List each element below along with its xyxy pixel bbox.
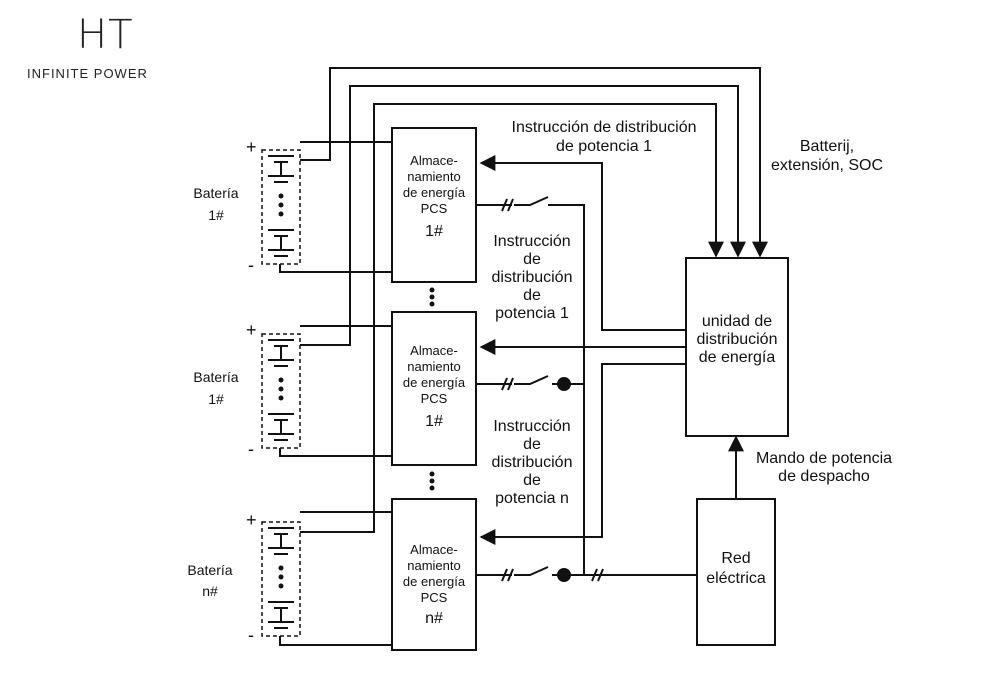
instruction-label-bottom: Instrucción de distribución de potencia … [492, 418, 573, 507]
svg-text:extensión, SOC: extensión, SOC [771, 157, 883, 174]
svg-text:eléctrica: eléctrica [706, 570, 766, 587]
power-grid: Red eléctrica [696, 498, 776, 646]
svg-text:de potencia 1: de potencia 1 [556, 138, 652, 155]
instruction-label-middle: Instrucción de distribución de potencia … [492, 233, 573, 322]
svg-text:de: de [523, 436, 541, 453]
svg-text:de: de [523, 472, 541, 489]
plus-sign: + [246, 320, 257, 340]
battery-pack-1 [261, 149, 301, 265]
svg-text:namiento: namiento [407, 558, 460, 573]
battery-label: Batería [187, 562, 232, 578]
svg-text:n#: n# [425, 610, 443, 627]
battery-label: Batería [193, 369, 238, 385]
minus-sign: - [248, 625, 254, 645]
battery-id: 1# [208, 391, 224, 407]
svg-text:Batterij,: Batterij, [800, 138, 854, 155]
pcs-unit-1: Almace- namiento de energía PCS 1# [391, 127, 477, 283]
svg-text:Instrucción de distribución: Instrucción de distribución [512, 119, 697, 136]
logo-mark: HT [77, 12, 134, 58]
svg-text:PCS: PCS [421, 201, 448, 216]
svg-text:de: de [523, 287, 541, 304]
svg-text:distribución: distribución [492, 454, 573, 471]
svg-text:potencia n: potencia n [495, 490, 569, 507]
svg-text:de energía: de energía [403, 574, 466, 589]
svg-text:de despacho: de despacho [778, 468, 870, 485]
battery-id: 1# [208, 207, 224, 223]
minus-sign: - [248, 439, 254, 459]
svg-text:potencia 1: potencia 1 [495, 305, 569, 322]
pcs-unit-n: Almace- namiento de energía PCS n# [391, 498, 477, 651]
svg-text:Almace-: Almace- [410, 542, 458, 557]
svg-text:distribución: distribución [492, 269, 573, 286]
instruction-label-top: Instrucción de distribución de potencia … [512, 119, 697, 155]
battery-pcs-wires [279, 141, 392, 646]
polarity-labels: + - + - + - [246, 137, 257, 645]
company-logo: HT INFINITE POWER [27, 12, 148, 81]
svg-text:de energía: de energía [403, 375, 466, 390]
svg-text:1#: 1# [425, 413, 443, 430]
svg-text:Red: Red [721, 550, 750, 567]
svg-text:1#: 1# [425, 223, 443, 240]
switch-node [557, 377, 571, 391]
battery-labels: Batería 1# Batería 1# Batería n# [187, 185, 238, 599]
svg-text:Almace-: Almace- [410, 153, 458, 168]
battery-id: n# [202, 583, 218, 599]
feedback-label: Batterij, extensión, SOC [771, 138, 883, 174]
distribution-unit: unidad de distribución de energía [685, 257, 789, 437]
svg-text:distribución: distribución [697, 331, 778, 348]
minus-sign: - [248, 255, 254, 275]
svg-text:Instrucción: Instrucción [493, 233, 570, 250]
svg-text:de: de [523, 251, 541, 268]
plus-sign: + [246, 137, 257, 157]
battery-feedback-wires [300, 67, 768, 533]
svg-text:Instrucción: Instrucción [493, 418, 570, 435]
switch-node [557, 568, 571, 582]
ellipsis-dots [429, 287, 435, 491]
svg-text:unidad de: unidad de [702, 313, 772, 330]
pcs-unit-2: Almace- namiento de energía PCS 1# [391, 311, 477, 466]
svg-text:namiento: namiento [407, 359, 460, 374]
logo-tagline: INFINITE POWER [27, 66, 148, 81]
battery-pack-n [261, 521, 301, 637]
svg-text:de energía: de energía [403, 185, 466, 200]
grid-bus-wires [476, 196, 697, 582]
dispatch-label: Mando de potencia de despacho [756, 450, 892, 485]
svg-text:PCS: PCS [421, 391, 448, 406]
svg-text:de energía: de energía [699, 349, 776, 366]
svg-text:PCS: PCS [421, 590, 448, 605]
svg-text:Mando de potencia: Mando de potencia [756, 450, 892, 467]
svg-text:namiento: namiento [407, 169, 460, 184]
svg-text:Almace-: Almace- [410, 343, 458, 358]
plus-sign: + [246, 510, 257, 530]
battery-pack-2 [261, 333, 301, 449]
battery-label: Batería [193, 185, 238, 201]
